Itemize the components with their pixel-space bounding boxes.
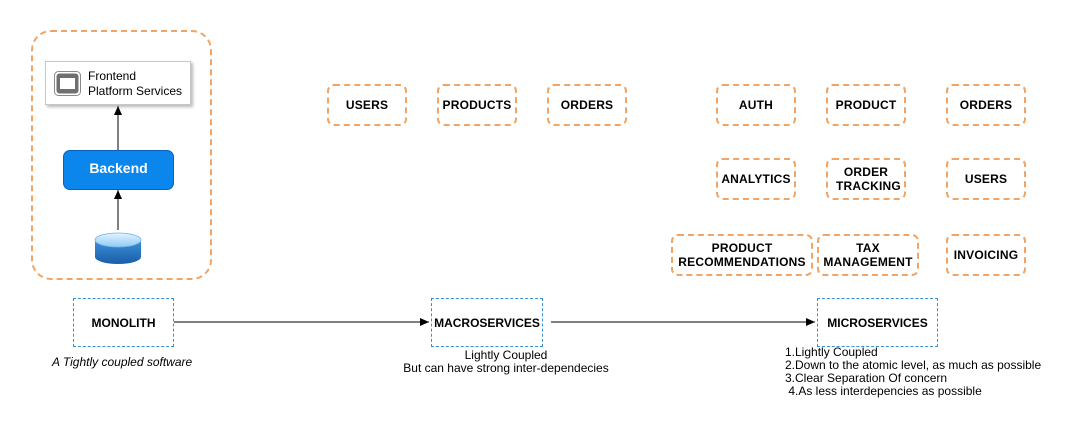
stage-monolith-label: MONOLITH (91, 315, 156, 330)
micro-service-product-recommendations[interactable]: PRODUCT RECOMMENDATIONS (671, 234, 813, 276)
micro-service-product[interactable]: PRODUCT (826, 84, 906, 126)
stage-microservices[interactable]: MICROSERVICES (817, 298, 938, 347)
service-label: ORDERS (959, 98, 1013, 112)
monolith-caption: A Tightly coupled software (52, 355, 193, 369)
microservices-note: 1.Lightly Coupled (785, 345, 878, 359)
stage-macroservices-label: MACROSERVICES (434, 315, 540, 330)
frontend-label: Frontend Platform Services (88, 69, 183, 98)
microservices-note: 4.As less interdepencies as possible (785, 384, 982, 398)
macro-service-products[interactable]: PRODUCTS (437, 84, 517, 126)
stage-macroservices[interactable]: MACROSERVICES (431, 298, 543, 347)
service-label: USERS (964, 172, 1008, 186)
microservices-note: 2.Down to the atomic level, as much as p… (785, 358, 1042, 372)
macroservices-caption-line2: But can have strong inter-dependecies (403, 361, 609, 375)
service-label: PRODUCT RECOMMENDATIONS (678, 241, 806, 269)
microservices-note: 3.Clear Separation Of concern (785, 371, 948, 385)
backend-node[interactable]: Backend (63, 150, 174, 190)
macro-service-orders[interactable]: ORDERS (547, 84, 627, 126)
service-label: PRODUCTS (442, 98, 512, 112)
service-label: AUTH (738, 98, 774, 112)
service-label: ANALYTICS (721, 172, 791, 186)
micro-service-tax-management[interactable]: TAX MANAGEMENT (817, 234, 919, 276)
micro-service-order-tracking[interactable]: ORDER TRACKING (826, 158, 906, 200)
macro-service-users[interactable]: USERS (327, 84, 407, 126)
stage-microservices-label: MICROSERVICES (827, 315, 928, 330)
service-label: PRODUCT (835, 98, 897, 112)
microservices-notes: 1.Lightly Coupled 2.Down to the atomic l… (785, 346, 1041, 398)
service-label: INVOICING (953, 248, 1019, 262)
micro-service-orders[interactable]: ORDERS (946, 84, 1026, 126)
service-label: TAX MANAGEMENT (823, 241, 913, 269)
database-icon[interactable] (94, 232, 142, 270)
micro-service-users[interactable]: USERS (946, 158, 1026, 200)
browser-window-icon (54, 71, 81, 101)
monolith-boundary (31, 30, 212, 280)
backend-label: Backend (89, 160, 148, 176)
service-label: ORDER TRACKING (836, 165, 901, 193)
micro-service-analytics[interactable]: ANALYTICS (716, 158, 796, 200)
macroservices-caption: Lightly Coupled But can have strong inte… (380, 349, 632, 375)
stage-monolith[interactable]: MONOLITH (73, 298, 174, 347)
frontend-node[interactable]: Frontend Platform Services (45, 61, 191, 105)
micro-service-invoicing[interactable]: INVOICING (946, 234, 1026, 276)
macroservices-caption-line1: Lightly Coupled (464, 348, 548, 362)
service-label: ORDERS (560, 98, 614, 112)
micro-service-auth[interactable]: AUTH (716, 84, 796, 126)
service-label: USERS (345, 98, 389, 112)
